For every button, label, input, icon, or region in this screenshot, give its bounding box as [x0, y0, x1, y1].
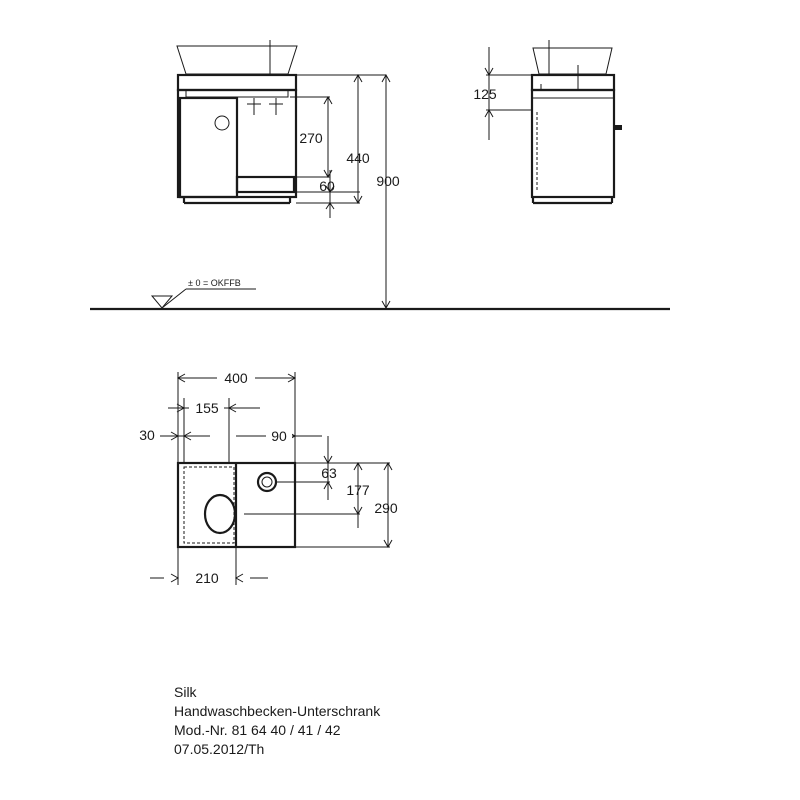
side-elevation: 125 [473, 40, 622, 205]
caption-product: Silk [174, 684, 197, 700]
dim-63: 63 [321, 465, 337, 481]
floor-level-label: ± 0 = OKFFB [188, 278, 241, 288]
front-elevation: 270 440 60 900 [176, 40, 400, 310]
plan-view: 400 155 30 90 63 177 [139, 369, 398, 586]
dim-177: 177 [346, 482, 370, 498]
dim-125: 125 [473, 86, 497, 102]
basin-slab [176, 73, 298, 92]
plan-tap-hole [256, 471, 278, 493]
dim-440: 440 [346, 150, 370, 166]
caption-model-number: Mod.-Nr. 81 64 40 / 41 / 42 [174, 722, 341, 738]
dim-270: 270 [299, 130, 323, 146]
dim-30: 30 [139, 427, 155, 443]
bottom-shelf [235, 175, 296, 194]
dim-900: 900 [376, 173, 400, 189]
dim-290: 290 [374, 500, 398, 516]
side-handle [614, 125, 622, 130]
level-marker [150, 295, 174, 309]
dim-60: 60 [319, 178, 335, 194]
dim-90: 90 [271, 428, 287, 444]
caption-date: 07.05.2012/Th [174, 741, 265, 757]
side-cabinet-body [530, 88, 616, 199]
dim-155: 155 [195, 400, 219, 416]
side-basin-bowl [532, 47, 613, 75]
basin-bowl [176, 45, 298, 75]
dim-210: 210 [195, 570, 219, 586]
caption-description: Handwaschbecken-Unterschrank [174, 703, 381, 719]
dim-400: 400 [224, 370, 248, 386]
tap-symbols [247, 98, 283, 115]
cabinet-door [178, 96, 239, 199]
floor-reference: ± 0 = OKFFB [90, 278, 670, 311]
plan-drain-oval [203, 493, 237, 535]
side-basin-slab [530, 73, 616, 92]
siphon-circle [214, 115, 230, 131]
title-block: Silk Handwaschbecken-Unterschrank Mod.-N… [174, 683, 380, 759]
